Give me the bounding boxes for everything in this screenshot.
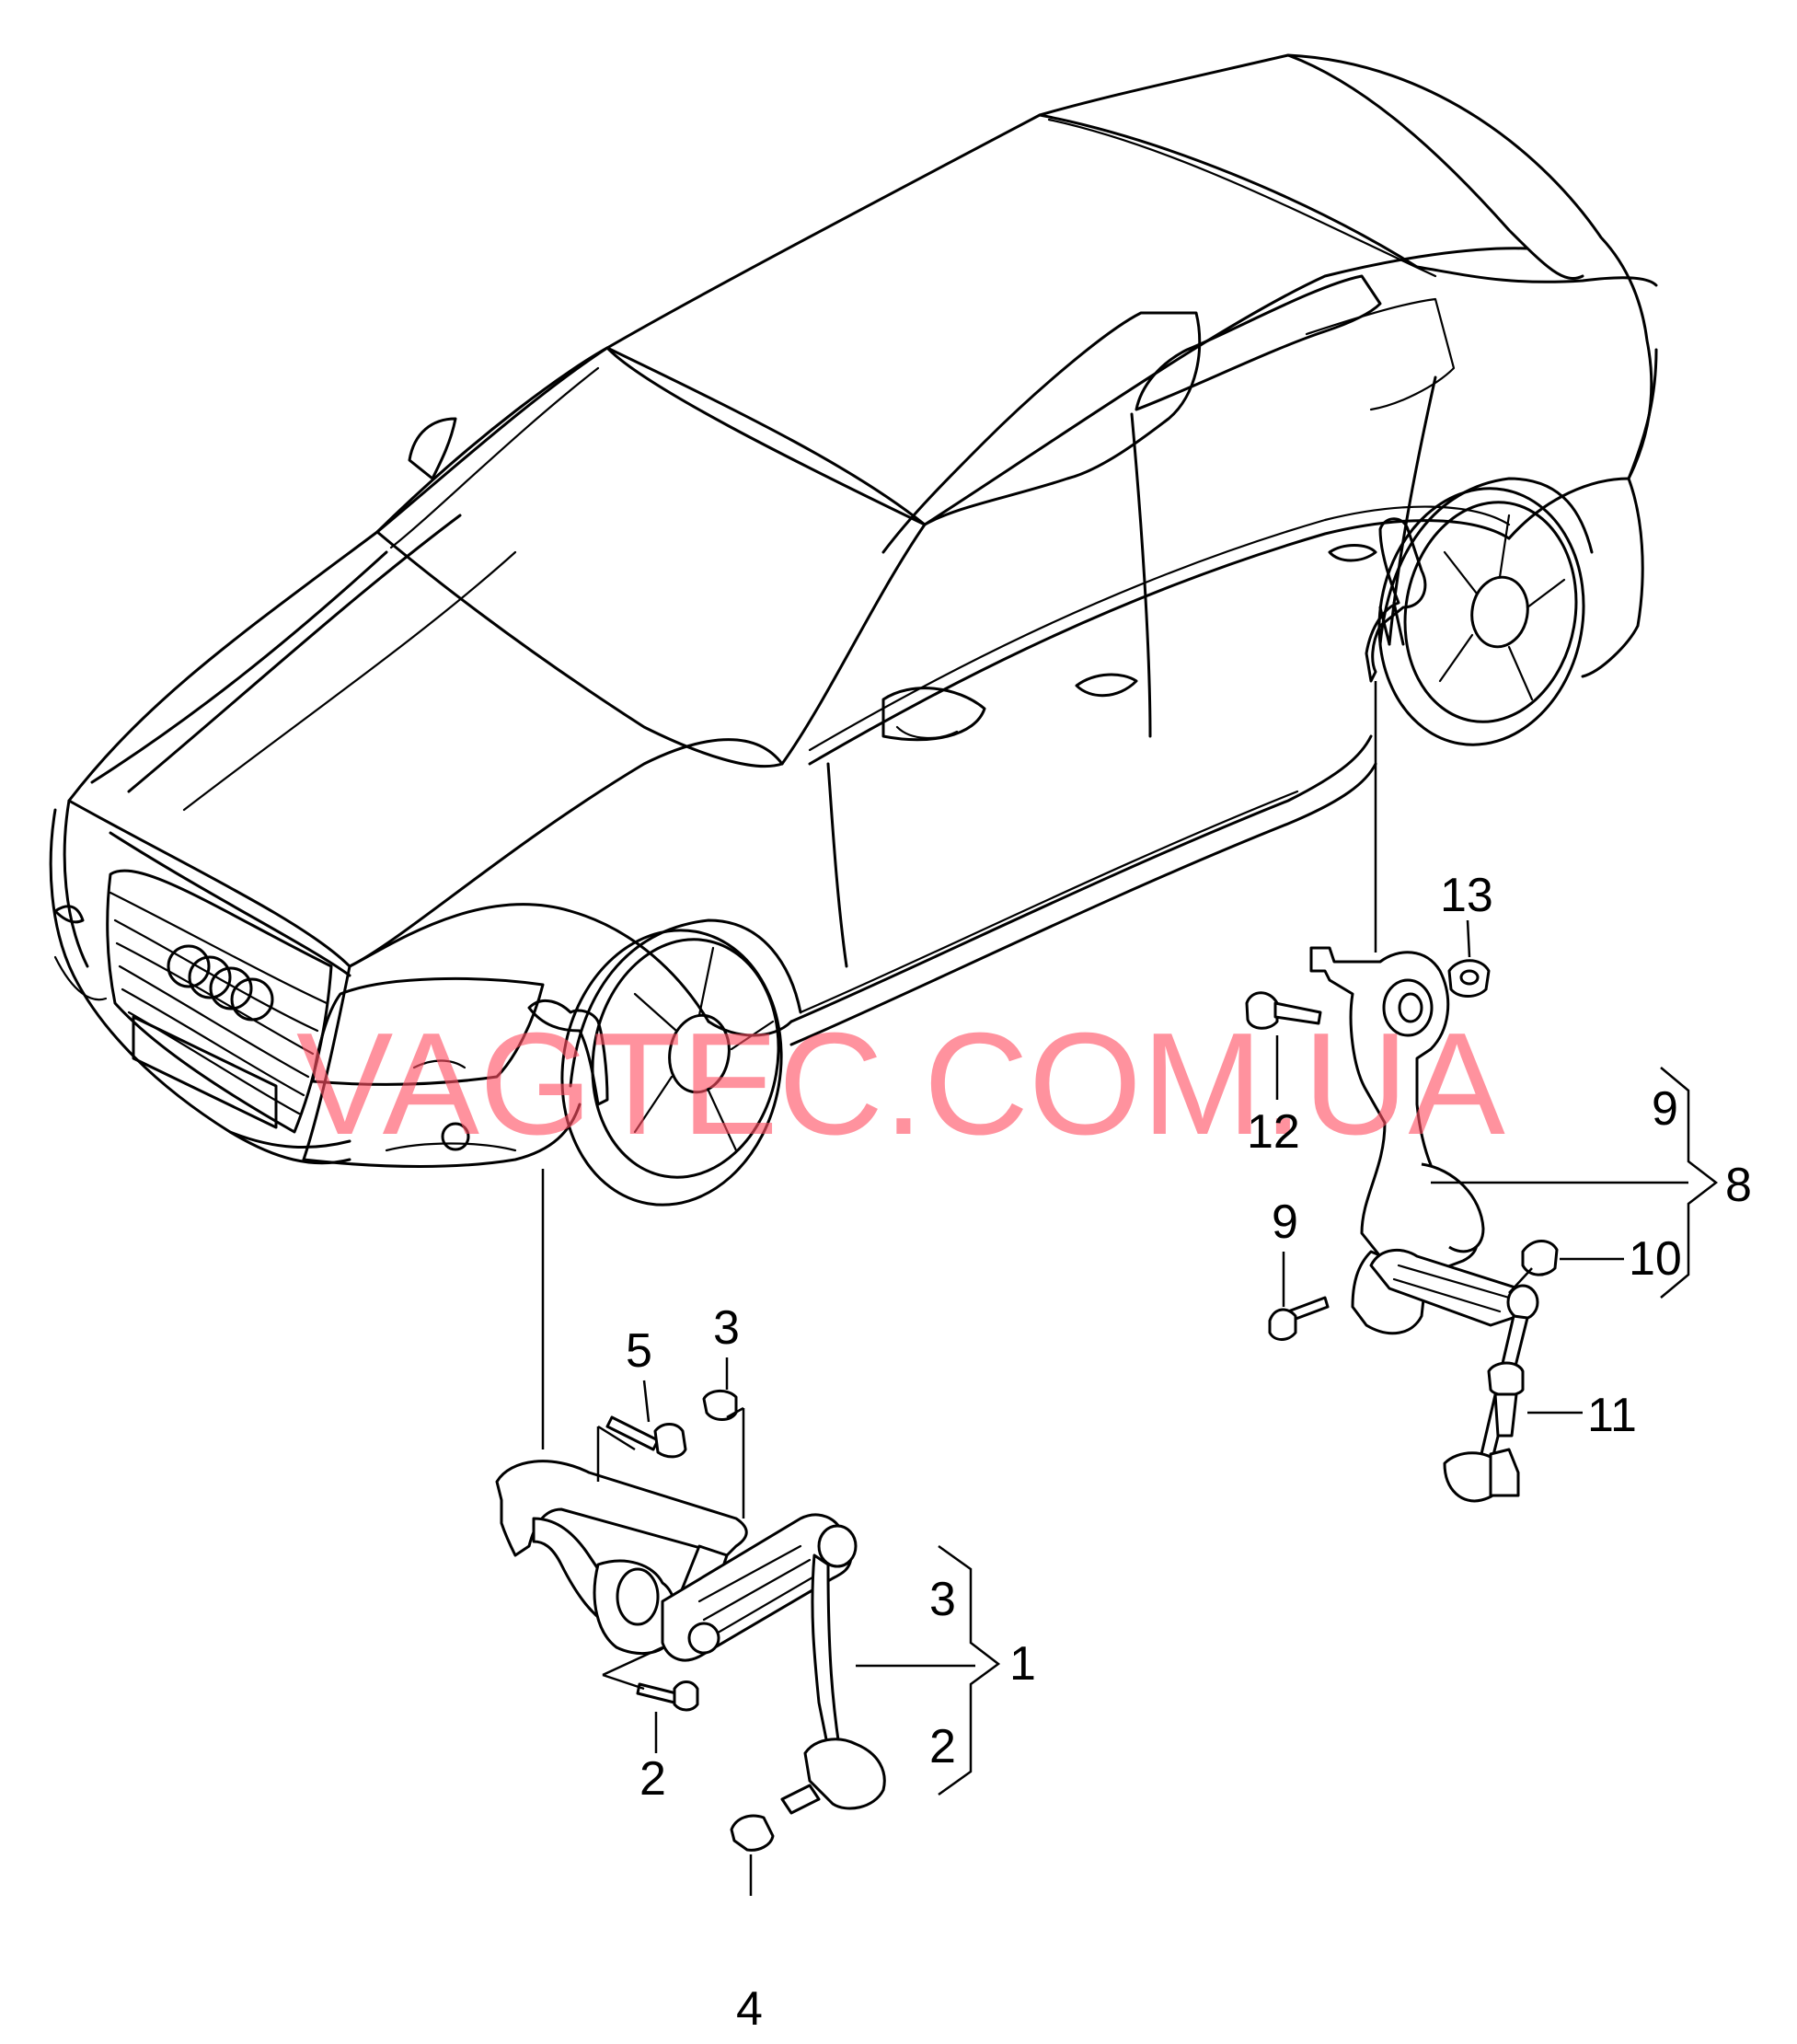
callout-labels: 1 2 2 3 3 4 5 8 9 9 10 11 12 13 bbox=[626, 869, 1752, 2036]
callout-3-brace: 3 bbox=[929, 1573, 956, 1626]
callout-4: 4 bbox=[736, 1982, 763, 2036]
callout-10: 10 bbox=[1629, 1232, 1682, 1286]
callout-9-brace: 9 bbox=[1652, 1082, 1678, 1136]
callout-11: 11 bbox=[1587, 1389, 1637, 1442]
callout-2-lower: 2 bbox=[639, 1752, 666, 1806]
car-illustration bbox=[49, 53, 1658, 1207]
callout-12: 12 bbox=[1247, 1105, 1300, 1159]
callout-2-brace: 2 bbox=[929, 1720, 956, 1773]
callout-8: 8 bbox=[1725, 1159, 1752, 1212]
front-level-sensor-assembly bbox=[495, 1169, 1001, 1896]
watermark-text: VAGTEC.COM.UA bbox=[296, 1003, 1505, 1165]
callout-13: 13 bbox=[1440, 869, 1493, 922]
callout-1: 1 bbox=[1009, 1637, 1036, 1691]
callout-3-nut: 3 bbox=[713, 1301, 740, 1355]
callout-5: 5 bbox=[626, 1324, 652, 1378]
callout-9-bolt: 9 bbox=[1272, 1195, 1298, 1249]
rear-level-sensor-assembly bbox=[1245, 681, 1719, 1503]
